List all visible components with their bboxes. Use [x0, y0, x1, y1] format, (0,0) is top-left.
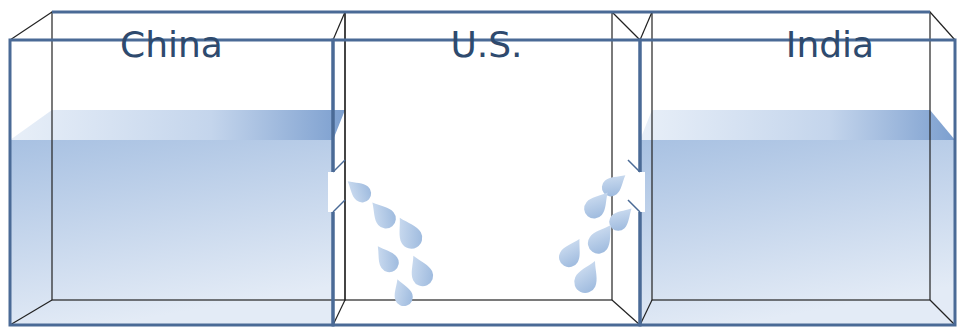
- water-droplets: [555, 168, 638, 296]
- water-body: [640, 140, 955, 325]
- country-label: China: [10, 24, 333, 66]
- water-body: [10, 140, 333, 325]
- water-surface: [640, 110, 955, 140]
- water-droplets: [342, 174, 437, 308]
- tank-box: China: [10, 12, 333, 325]
- country-label: U.S.: [333, 24, 640, 66]
- wall-hole: [328, 172, 338, 212]
- tank-box: India: [700, 12, 960, 325]
- tank-box: U.S.: [333, 12, 640, 325]
- wall-hole: [635, 172, 645, 212]
- country-label: India: [700, 24, 960, 66]
- water-surface: [10, 110, 345, 140]
